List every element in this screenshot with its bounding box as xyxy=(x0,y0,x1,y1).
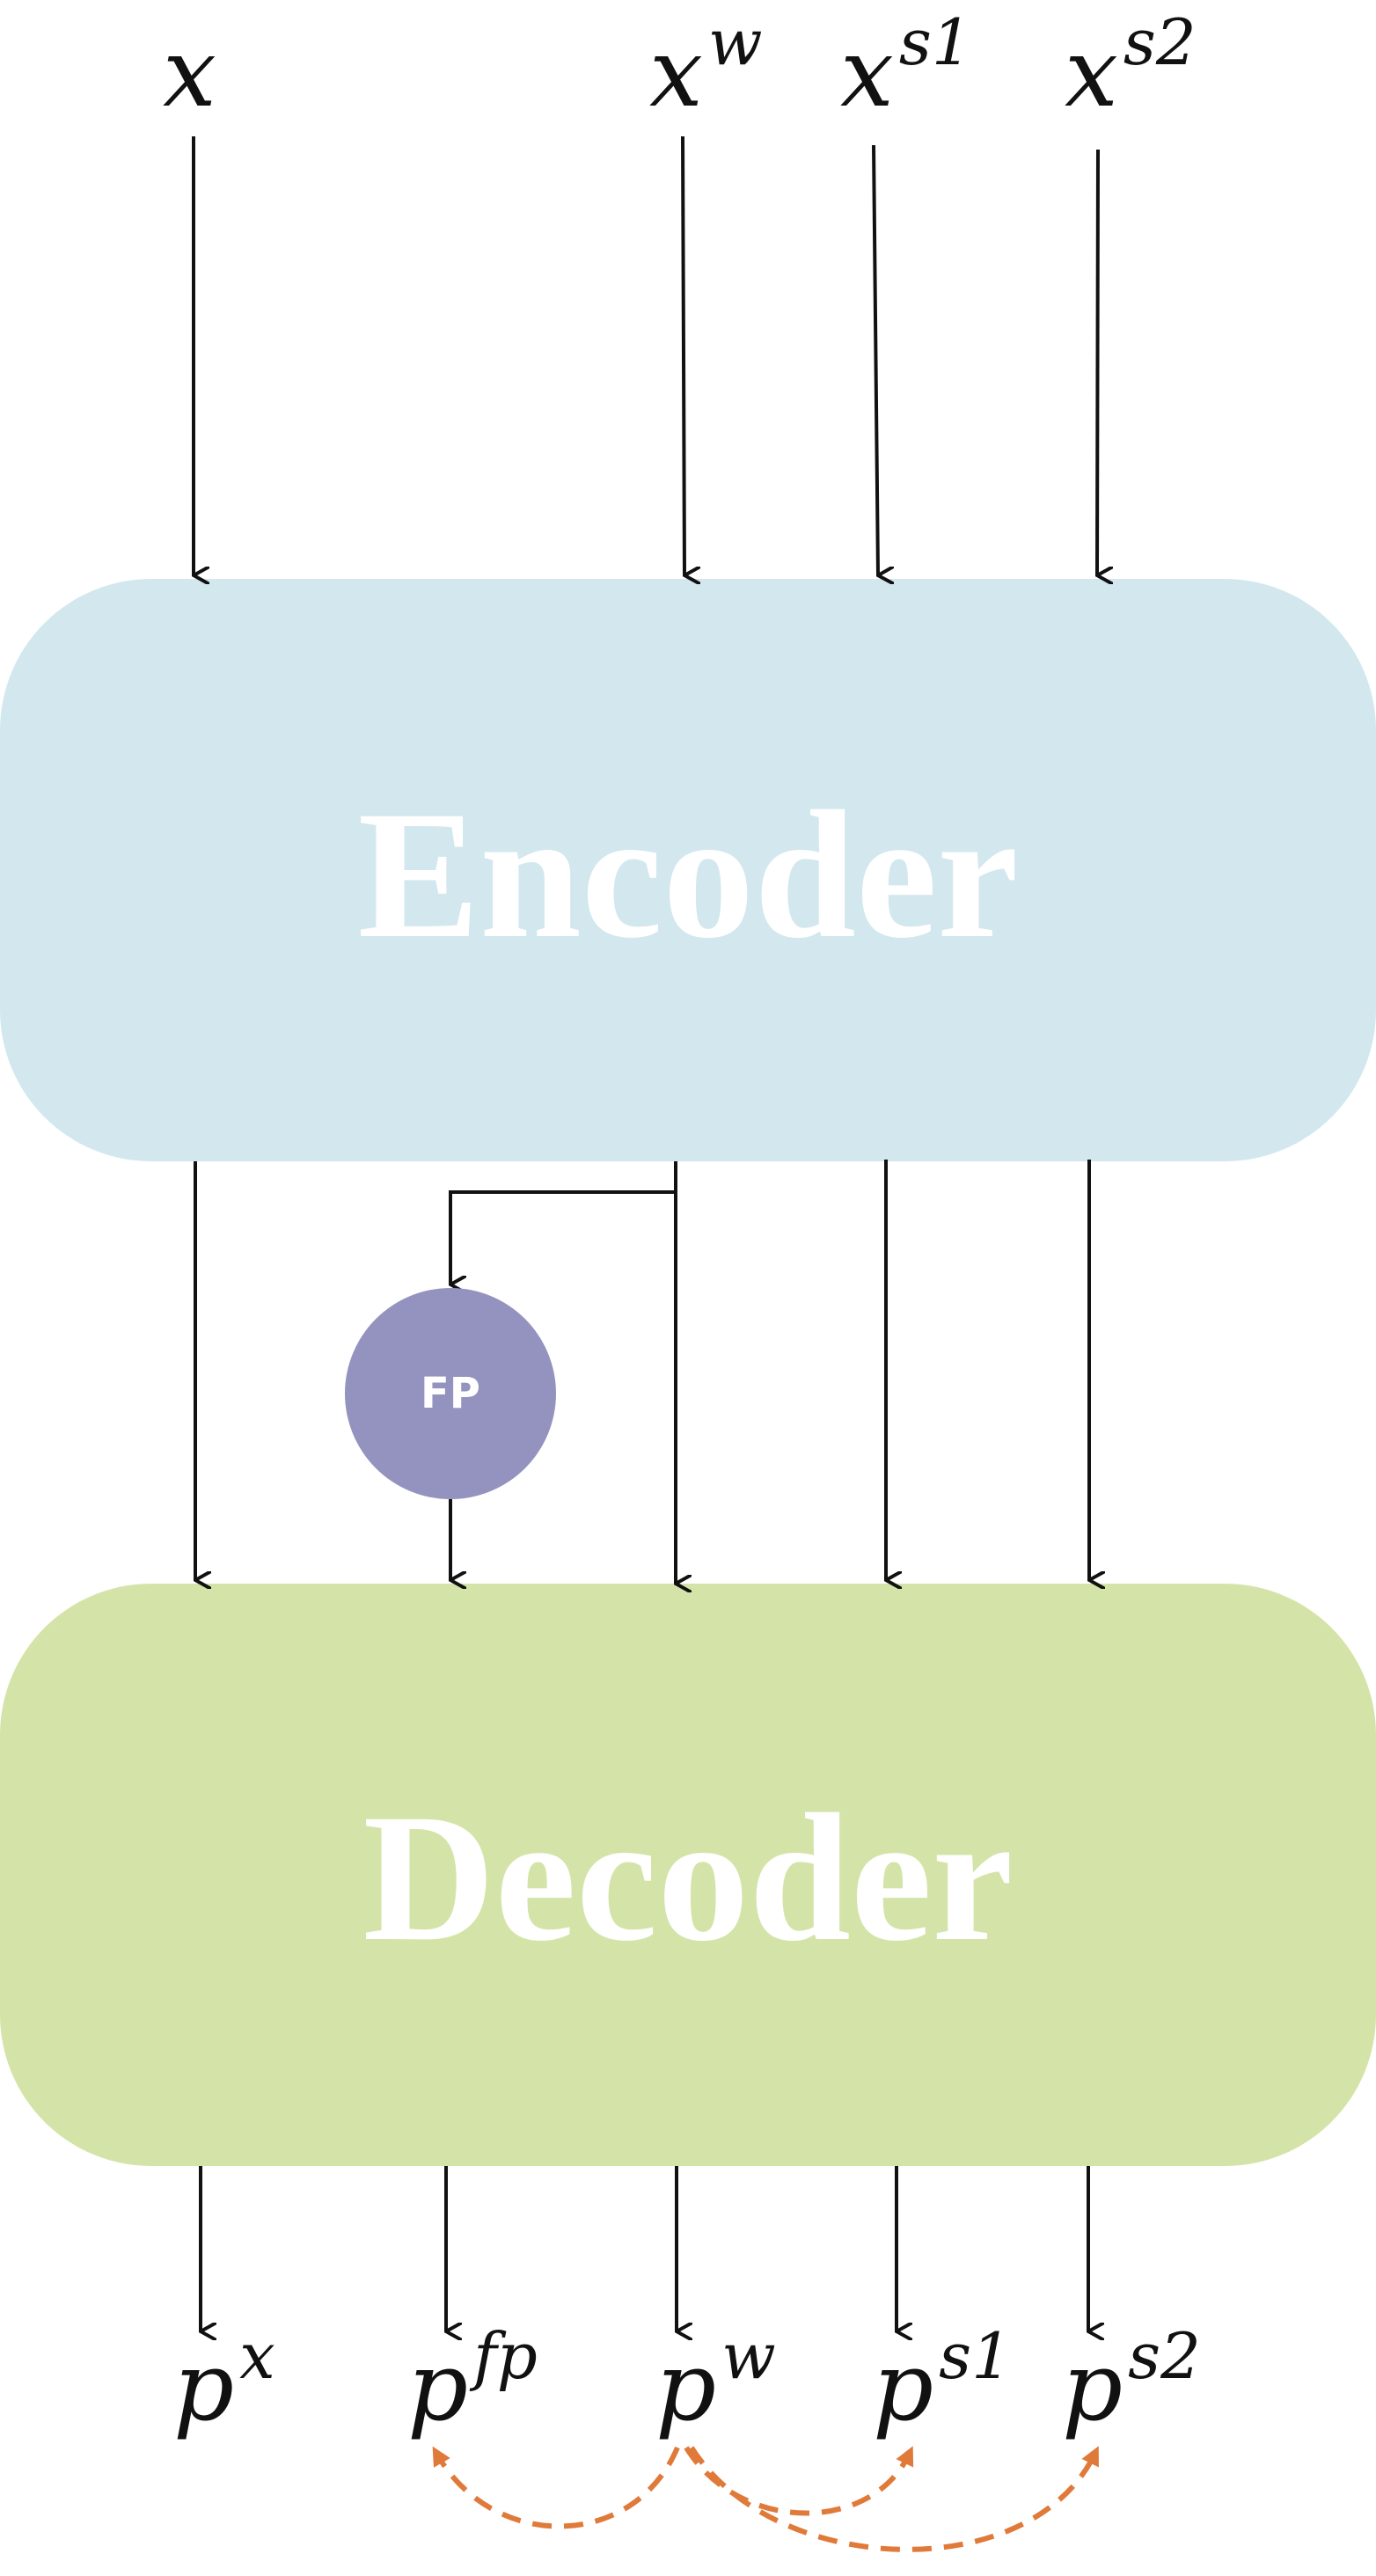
decoder-label: Decoder xyxy=(362,1776,1014,1979)
output-label-pw: pw xyxy=(655,2319,776,2442)
fp-branch-arrow xyxy=(449,1190,676,1284)
decoder-block xyxy=(0,1584,1376,2166)
fp-node xyxy=(345,1288,556,1499)
output-label-ps2: ps2 xyxy=(1062,2319,1201,2442)
input-arrow-xs2 xyxy=(1097,149,1098,575)
consistency-arrow-w-fp xyxy=(432,2446,680,2529)
consistency-arrow-w-s2 xyxy=(689,2446,1099,2552)
encoder-block xyxy=(0,579,1376,1161)
consistency-arrow-w-s1 xyxy=(684,2446,914,2516)
input-label-x: x xyxy=(163,18,216,128)
encoder-label: Encoder xyxy=(357,773,1019,976)
output-label-pfp: pfp xyxy=(407,2319,538,2442)
output-label-px: px xyxy=(173,2319,275,2442)
input-arrow-xw xyxy=(681,135,684,575)
input-label-xs1: xs1 xyxy=(840,5,972,128)
input-label-xw: xw xyxy=(649,5,763,128)
output-label-ps1: ps1 xyxy=(873,2319,1012,2442)
fp-node-label: FP xyxy=(421,1369,480,1418)
input-label-xs2: xs2 xyxy=(1065,5,1197,128)
input-arrow-xs1 xyxy=(872,144,878,575)
